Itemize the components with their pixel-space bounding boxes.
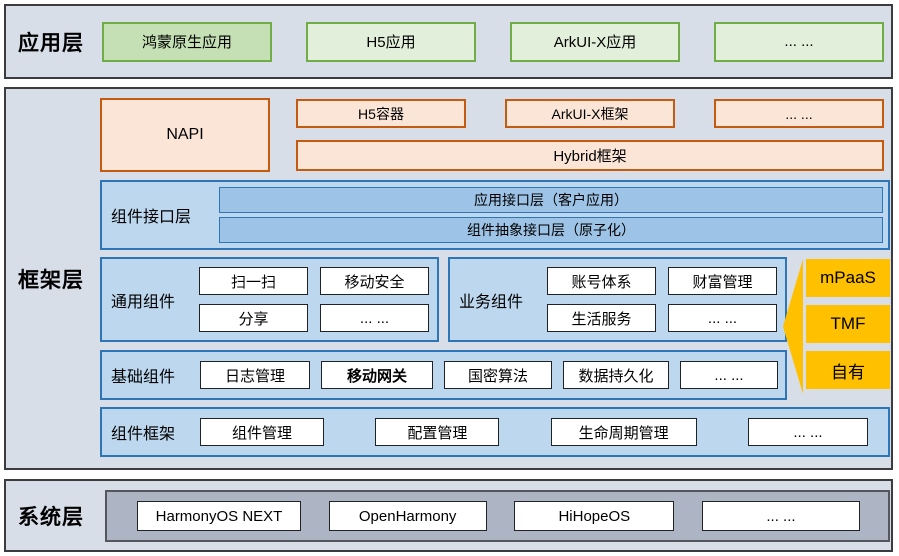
abstract-interface-bar: 组件抽象接口层（原子化） [219, 217, 883, 243]
application-box-row: 鸿蒙原生应用 H5应用 ArkUI-X应用 ... ... [102, 21, 884, 62]
tmf-tag: TMF [806, 305, 890, 343]
hybrid-framework-box: Hybrid框架 [296, 140, 884, 171]
interface-bars: 应用接口层（客户应用） 组件抽象接口层（原子化） [219, 187, 883, 243]
system-layer-label: 系统层 [18, 505, 84, 529]
component-management-box: 组件管理 [200, 418, 324, 446]
app-interface-bar: 应用接口层（客户应用） [219, 187, 883, 213]
app-box-harmony-native: 鸿蒙原生应用 [102, 21, 272, 62]
business-components-grid: 账号体系 财富管理 生活服务 ... ... [547, 267, 777, 332]
wealth-management-box: 财富管理 [668, 267, 777, 295]
component-interface-section: 组件接口层 应用接口层（客户应用） 组件抽象接口层（原子化） [100, 180, 890, 250]
system-more-box: ... ... [701, 501, 860, 531]
app-box-arkui-x: ArkUI-X应用 [510, 21, 680, 62]
framework-layer: 框架层 NAPI H5容器 ArkUI-X框架 ... ... Hybrid框架… [4, 87, 893, 470]
component-framework-section: 组件框架 组件管理 配置管理 生命周期管理 ... ... [100, 407, 890, 457]
scan-box: 扫一扫 [199, 267, 308, 295]
business-components-label: 业务组件 [459, 293, 524, 311]
component-interface-label: 组件接口层 [111, 209, 192, 226]
general-components-grid: 扫一扫 移动安全 分享 ... ... [199, 267, 429, 332]
log-management-box: 日志管理 [200, 361, 310, 389]
hihopeos-box: HiHopeOS [514, 501, 675, 531]
openharmony-box: OpenHarmony [328, 501, 487, 531]
framework-layer-label: 框架层 [18, 268, 84, 292]
application-layer: 应用层 鸿蒙原生应用 H5应用 ArkUI-X应用 ... ... [4, 4, 893, 79]
lifecycle-management-box: 生命周期管理 [550, 418, 697, 446]
app-box-h5: H5应用 [306, 21, 476, 62]
basic-more-box: ... ... [680, 361, 778, 389]
general-components-label: 通用组件 [111, 293, 176, 311]
account-system-box: 账号体系 [547, 267, 656, 295]
framework-row-more-box: ... ... [747, 418, 868, 446]
business-more-box: ... ... [668, 304, 777, 332]
app-box-more: ... ... [714, 21, 884, 62]
component-framework-label: 组件框架 [111, 426, 176, 443]
data-persistence-box: 数据持久化 [563, 361, 669, 389]
general-components-section: 通用组件 扫一扫 移动安全 分享 ... ... [100, 257, 439, 342]
basic-components-row: 日志管理 移动网关 国密算法 数据持久化 ... ... [200, 361, 778, 389]
life-services-box: 生活服务 [547, 304, 656, 332]
self-owned-tag: 自有 [806, 351, 890, 389]
application-layer-label: 应用层 [18, 31, 84, 55]
system-layer: 系统层 HarmonyOS NEXT OpenHarmony HiHopeOS … [4, 479, 893, 552]
general-more-box: ... ... [320, 304, 429, 332]
mpaas-tag: mPaaS [806, 259, 890, 297]
framework-more-box: ... ... [714, 99, 884, 128]
component-framework-row: 组件管理 配置管理 生命周期管理 ... ... [200, 418, 868, 446]
share-box: 分享 [199, 304, 308, 332]
mobile-security-box: 移动安全 [320, 267, 429, 295]
basic-components-label: 基础组件 [111, 369, 176, 386]
basic-components-section: 基础组件 日志管理 移动网关 国密算法 数据持久化 ... ... [100, 350, 787, 400]
mobile-gateway-box: 移动网关 [321, 361, 433, 389]
h5-container-box: H5容器 [296, 99, 466, 128]
harmonyos-next-box: HarmonyOS NEXT [137, 501, 301, 531]
framework-top-row: H5容器 ArkUI-X框架 ... ... [296, 99, 884, 128]
business-components-section: 业务组件 账号体系 财富管理 生活服务 ... ... [448, 257, 787, 342]
system-os-container: HarmonyOS NEXT OpenHarmony HiHopeOS ... … [105, 490, 890, 542]
source-tags-column: mPaaS TMF 自有 [806, 259, 890, 397]
arkui-x-framework-box: ArkUI-X框架 [505, 99, 675, 128]
config-management-box: 配置管理 [375, 418, 500, 446]
napi-box: NAPI [100, 98, 270, 172]
sm-crypto-box: 国密算法 [444, 361, 552, 389]
